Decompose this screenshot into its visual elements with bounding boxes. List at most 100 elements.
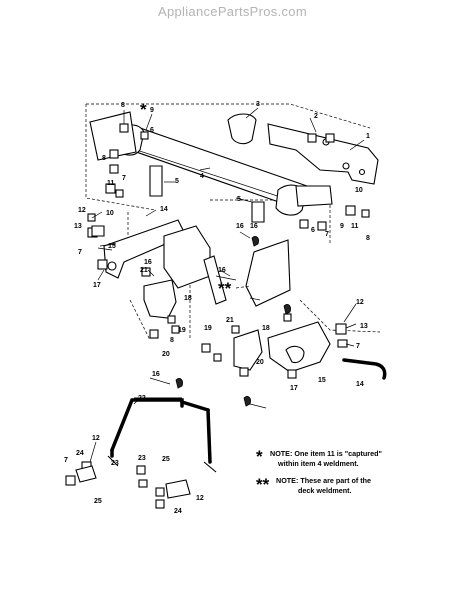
nut-icon <box>213 353 222 362</box>
label-23: 23 <box>111 460 119 467</box>
part-lift-arm-left <box>103 219 185 279</box>
part-5-pin-right <box>251 201 265 223</box>
label-16: 16 <box>218 267 226 274</box>
label-20: 20 <box>162 351 170 358</box>
note-2-line-2: deck weldment. <box>298 486 352 495</box>
bolt-icon <box>239 367 249 377</box>
part-16-spring-bottom <box>243 396 251 407</box>
label-12: 12 <box>356 299 364 306</box>
nut-icon <box>287 369 297 379</box>
bolt-icon <box>307 133 317 143</box>
label-1: 1 <box>366 133 370 140</box>
note-star-marker: * <box>256 447 263 466</box>
label-5: 5 <box>237 196 241 203</box>
label-7: 7 <box>325 231 329 238</box>
label-23: 23 <box>138 455 146 462</box>
note-double-star-marker: ** <box>256 475 270 494</box>
label-21: 21 <box>140 267 148 274</box>
label-19: 19 <box>178 327 186 334</box>
note-double-star-marker: ** <box>218 279 232 298</box>
part-14-pin-right <box>342 358 387 380</box>
label-16: 16 <box>144 259 152 266</box>
part-16-spring-mid <box>251 236 259 247</box>
label-12: 12 <box>92 435 100 442</box>
watermark: AppliancePartsPros.com <box>158 4 307 19</box>
label-7: 7 <box>78 249 82 256</box>
label-9: 9 <box>340 223 344 230</box>
label-10: 10 <box>355 187 363 194</box>
label-11: 11 <box>351 223 359 230</box>
nut-icon <box>109 164 119 174</box>
notes-block: * NOTE: One item 11 is "captured" within… <box>256 447 382 495</box>
nut-icon <box>335 323 347 335</box>
part-24-link-left <box>75 465 97 483</box>
part-17-pivot-right <box>285 345 305 364</box>
label-16: 16 <box>250 223 258 230</box>
part-13-block-left <box>91 225 105 237</box>
label-15: 15 <box>318 377 326 384</box>
nut-icon <box>136 465 146 475</box>
label-16: 16 <box>236 223 244 230</box>
label-12: 12 <box>196 495 204 502</box>
note-1-line-2: within item 4 weldment. <box>277 459 359 468</box>
label-20: 20 <box>256 359 264 366</box>
part-24-link-right <box>165 479 191 499</box>
part-5-pin-left <box>149 165 163 197</box>
label-8: 8 <box>366 235 370 242</box>
part-16-spring-right <box>283 304 291 315</box>
part-22-lift-rod <box>107 397 217 473</box>
nut-icon <box>138 479 148 488</box>
nut-icon <box>155 499 165 509</box>
label-25: 25 <box>94 498 102 505</box>
label-24: 24 <box>174 508 182 515</box>
part-3-cap <box>227 113 257 145</box>
label-24: 24 <box>76 450 84 457</box>
hole-icon <box>342 162 350 170</box>
nut-icon <box>155 487 165 497</box>
note-2-line-1: NOTE: These are part of the <box>276 476 371 485</box>
label-9: 9 <box>150 107 154 114</box>
note-star-marker: * <box>140 100 147 119</box>
nut-icon <box>140 131 149 140</box>
bolt-icon <box>325 133 335 143</box>
bolt-icon <box>87 213 96 222</box>
label-15: 15 <box>108 243 116 250</box>
bolt-icon <box>149 329 159 339</box>
label-12: 12 <box>78 207 86 214</box>
hole-icon <box>107 261 117 271</box>
label-11: 11 <box>107 180 115 187</box>
label-14: 14 <box>356 381 364 388</box>
label-3: 3 <box>256 101 260 108</box>
label-7: 7 <box>122 175 126 182</box>
label-2: 2 <box>314 113 318 120</box>
label-21: 21 <box>226 317 234 324</box>
label-14: 14 <box>160 206 168 213</box>
part-20-bracket <box>233 329 263 371</box>
nut-icon <box>115 189 124 198</box>
label-13: 13 <box>360 323 368 330</box>
bracket-center-left <box>163 225 211 289</box>
nut-icon <box>201 343 211 353</box>
label-17: 17 <box>93 282 101 289</box>
label-7: 7 <box>356 343 360 350</box>
leader-lines <box>89 107 365 463</box>
label-22: 22 <box>138 395 146 402</box>
nut-icon <box>345 205 356 216</box>
bolt-icon <box>283 313 292 322</box>
rod-center <box>203 255 227 305</box>
bolt-icon <box>119 123 129 133</box>
label-10: 10 <box>106 210 114 217</box>
nut-icon <box>65 475 76 486</box>
label-8: 8 <box>121 102 125 109</box>
nut-icon <box>337 339 348 348</box>
nut-icon <box>97 259 108 270</box>
nut-icon <box>171 325 180 334</box>
part-18-bracket <box>143 279 177 319</box>
label-8: 8 <box>170 337 174 344</box>
nut-icon <box>167 315 176 324</box>
label-19: 19 <box>204 325 212 332</box>
nut-icon <box>299 219 309 229</box>
note-leader <box>235 285 251 289</box>
label-4: 4 <box>200 173 204 180</box>
